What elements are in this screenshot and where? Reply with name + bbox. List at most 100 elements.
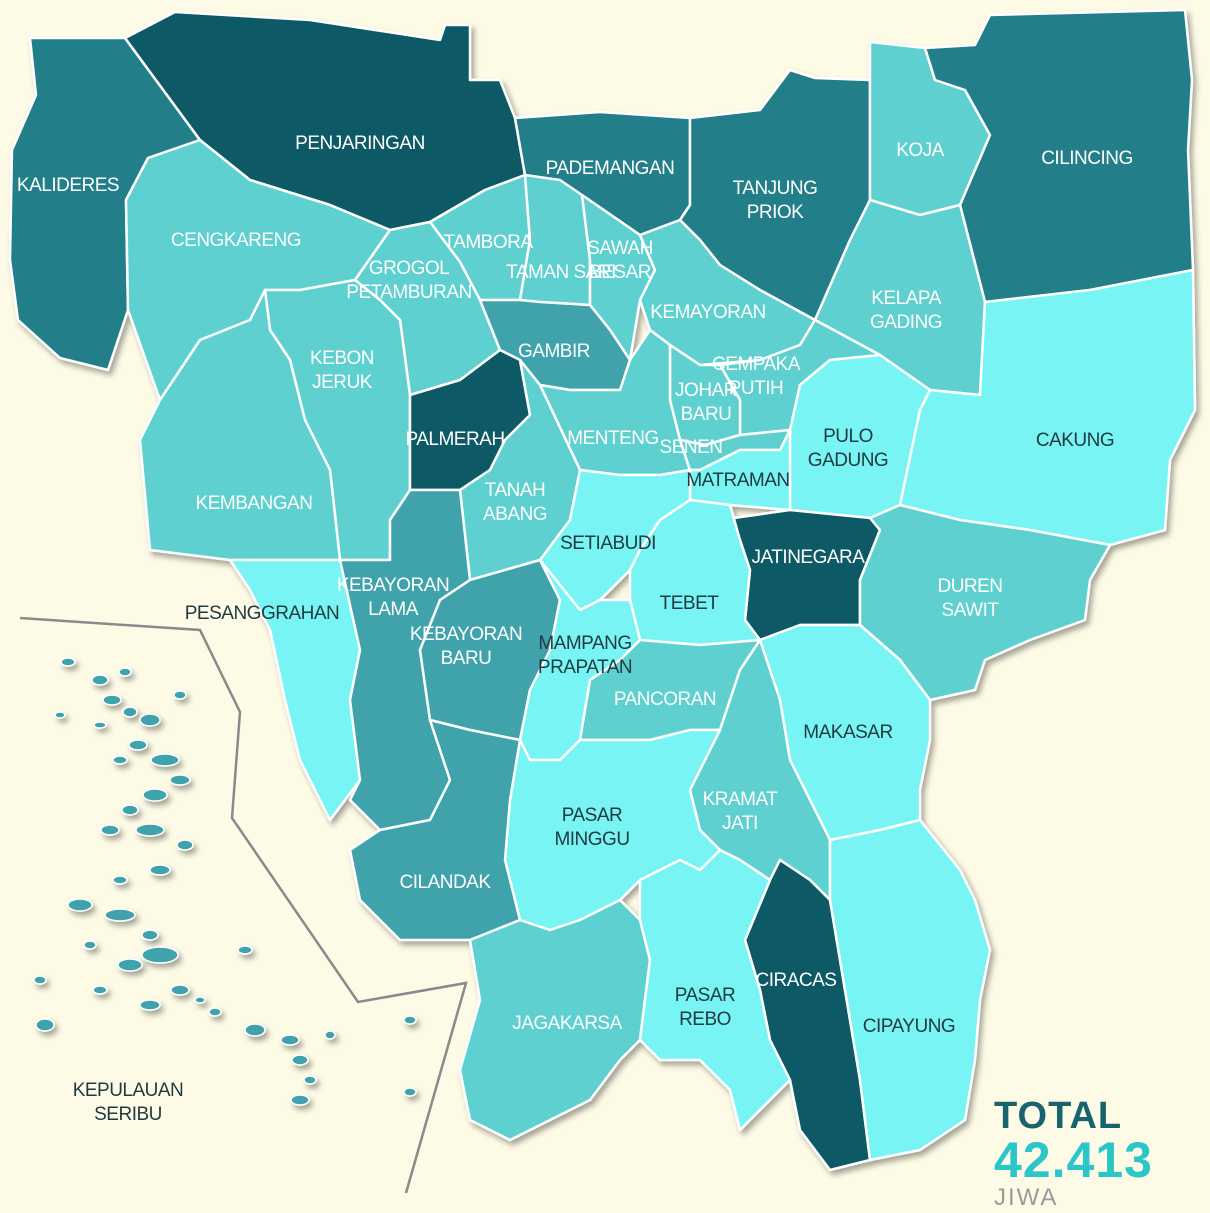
island-shape bbox=[149, 864, 171, 876]
island-shape bbox=[208, 1007, 222, 1017]
island-shape bbox=[290, 1094, 310, 1106]
island-shape bbox=[93, 721, 107, 729]
label-kalideres: KALIDERES bbox=[17, 175, 119, 196]
island-shape bbox=[112, 875, 128, 885]
island-shape bbox=[403, 1087, 417, 1097]
region-pesanggrahan[interactable] bbox=[228, 558, 362, 822]
island-shape bbox=[83, 940, 97, 950]
region-duren-sawit[interactable] bbox=[858, 503, 1112, 702]
island-shape bbox=[118, 667, 132, 677]
label-jatinegara: JATINEGARA bbox=[752, 547, 866, 568]
kepulauan-seribu-islands bbox=[33, 657, 417, 1106]
island-shape bbox=[303, 1075, 317, 1085]
label-matraman: MATRAMAN bbox=[686, 470, 789, 491]
island-shape bbox=[121, 804, 139, 816]
island-shape bbox=[35, 1018, 55, 1032]
island-shape bbox=[100, 824, 120, 836]
label-setiabudi: SETIABUDI bbox=[560, 533, 656, 554]
island-shape bbox=[139, 713, 161, 727]
island-shape bbox=[102, 694, 122, 706]
island-shape bbox=[33, 975, 47, 985]
island-shape bbox=[117, 958, 143, 972]
label-koja: KOJA bbox=[896, 140, 944, 161]
district-regions bbox=[8, 8, 1197, 1172]
island-shape bbox=[170, 984, 190, 996]
island-shape bbox=[237, 945, 253, 955]
label-jagakarsa: JAGAKARSA bbox=[512, 1013, 622, 1034]
island-shape bbox=[122, 706, 138, 718]
island-shape bbox=[173, 690, 187, 700]
island-shape bbox=[324, 1030, 336, 1040]
island-shape bbox=[139, 999, 161, 1011]
label-tebet: TEBET bbox=[660, 593, 720, 614]
region-cilandak[interactable] bbox=[348, 718, 522, 942]
island-shape bbox=[403, 1015, 417, 1025]
total-population-box: TOTAL 42.413 JIWA bbox=[994, 1097, 1194, 1211]
island-shape bbox=[169, 774, 191, 786]
total-title: TOTAL bbox=[994, 1095, 1123, 1137]
island-shape bbox=[150, 753, 180, 767]
label-pesanggrahan: PESANGGRAHAN bbox=[185, 603, 339, 624]
region-pasar-rebo[interactable] bbox=[638, 848, 792, 1132]
island-shape bbox=[60, 657, 76, 667]
total-unit: JIWA bbox=[994, 1184, 1059, 1211]
label-menteng: MENTENG bbox=[567, 428, 659, 449]
label-makasar: MAKASAR bbox=[803, 722, 892, 743]
label-pademangan: PADEMANGAN bbox=[546, 158, 675, 179]
label-cipayung: CIPAYUNG bbox=[863, 1016, 955, 1037]
label-cengkareng: CENGKARENG bbox=[171, 230, 301, 251]
label-pancoran: PANCORAN bbox=[614, 689, 716, 710]
label-kemayoran: KEMAYORAN bbox=[650, 302, 766, 323]
island-shape bbox=[91, 674, 109, 686]
island-shape bbox=[54, 711, 66, 719]
total-value: 42.413 bbox=[994, 1132, 1153, 1188]
label-tambora: TAMBORA bbox=[443, 232, 533, 253]
label-taman-sari: TAMAN SARI bbox=[506, 262, 616, 283]
region-cipayung[interactable] bbox=[828, 818, 992, 1162]
label-ciracas: CIRACAS bbox=[756, 970, 837, 991]
label-cilincing: CILINCING bbox=[1041, 148, 1133, 169]
label-penjaringan: PENJARINGAN bbox=[295, 133, 425, 154]
island-shape bbox=[128, 739, 148, 751]
kepulauan-seribu-boundary bbox=[19, 616, 468, 1194]
island-shape bbox=[176, 839, 194, 851]
label-kembangan: KEMBANGAN bbox=[196, 493, 313, 514]
island-shape bbox=[280, 1034, 300, 1046]
island-shape bbox=[67, 898, 93, 912]
label-cakung: CAKUNG bbox=[1036, 430, 1114, 451]
island-shape bbox=[141, 929, 159, 941]
label-palmerah: PALMERAH bbox=[405, 429, 504, 450]
island-shape bbox=[291, 1054, 309, 1066]
label-senen: SENEN bbox=[660, 437, 723, 458]
island-shape bbox=[141, 946, 179, 964]
label-cilandak: CILANDAK bbox=[399, 872, 491, 893]
island-shape bbox=[92, 985, 108, 995]
island-shape bbox=[194, 996, 206, 1004]
island-shape bbox=[104, 908, 136, 922]
region-kembangan[interactable] bbox=[138, 288, 342, 562]
island-shape bbox=[244, 1023, 266, 1037]
label-gambir: GAMBIR bbox=[518, 341, 590, 362]
island-shape bbox=[142, 788, 168, 802]
island-shape bbox=[135, 823, 165, 837]
island-shape bbox=[112, 755, 128, 765]
region-jagakarsa[interactable] bbox=[458, 898, 652, 1142]
